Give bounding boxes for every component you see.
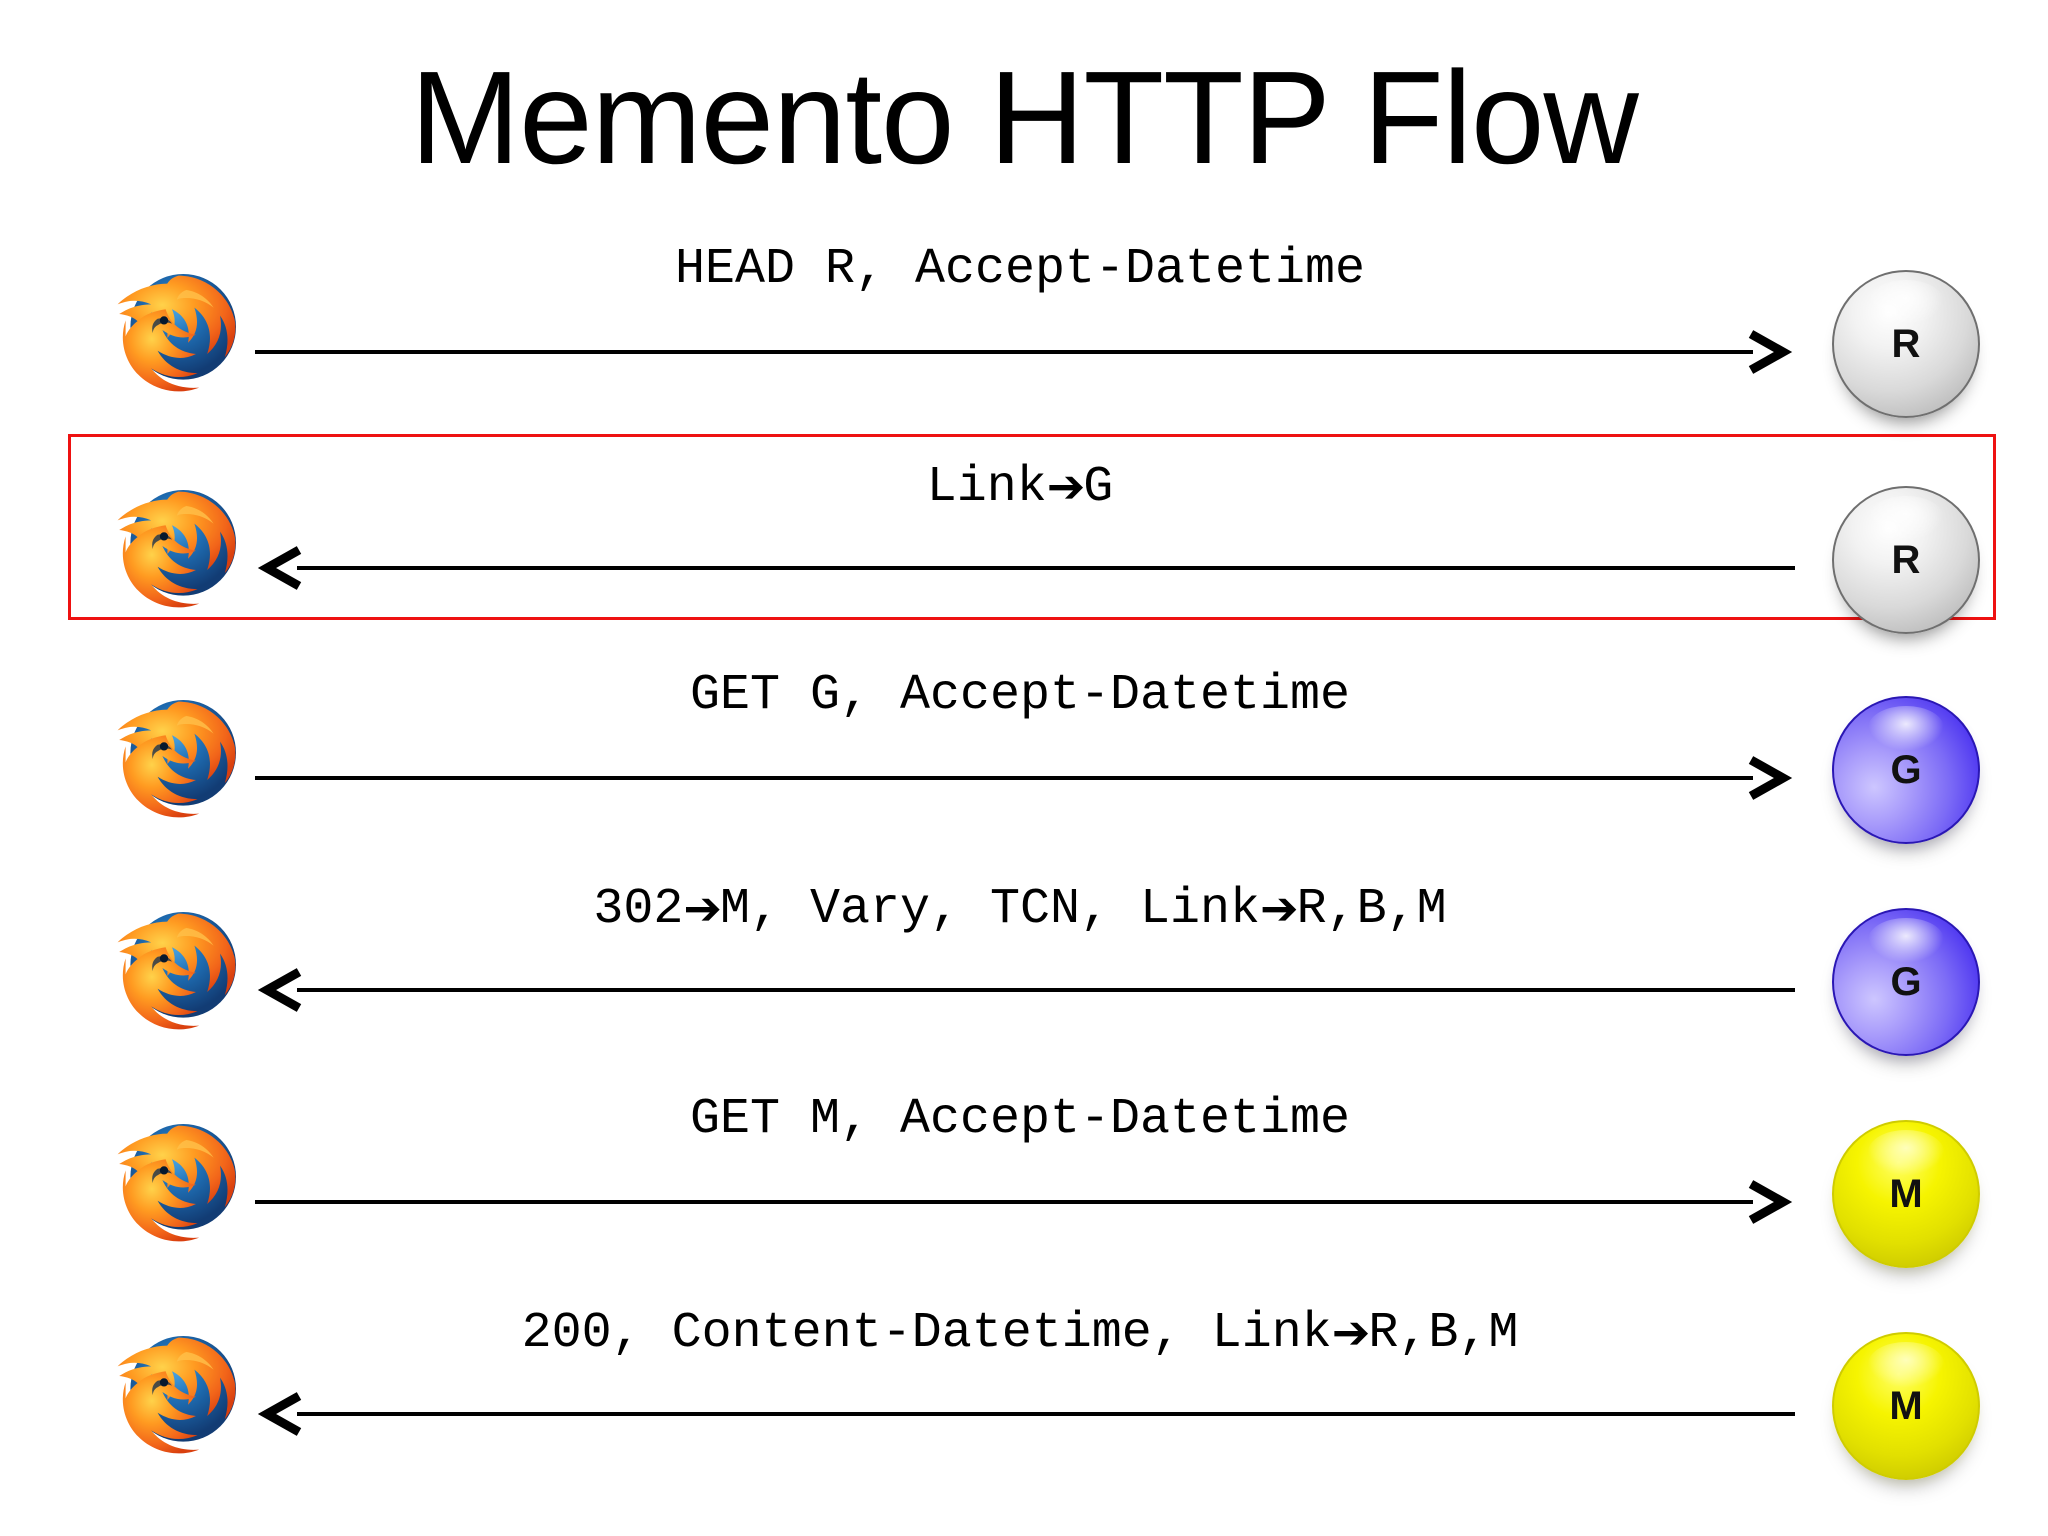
server-node-m: M — [1822, 1112, 1990, 1284]
arrow-left-icon — [255, 546, 1795, 590]
flow-row-5: GET M, Accept-Datetime M — [0, 1072, 2048, 1284]
server-node-m: M — [1822, 1324, 1990, 1496]
http-message-label: HEAD R, Accept-Datetime — [260, 241, 1780, 298]
flow-row-3: GET G, Accept-Datetime G — [0, 648, 2048, 860]
message-text: G — [1083, 459, 1114, 516]
message-text: Link — [926, 459, 1047, 516]
firefox-browser-icon — [100, 1100, 260, 1260]
flow-row-2: Link➔G R — [0, 434, 2048, 634]
maps-to-arrow-icon: ➔ — [1260, 881, 1299, 935]
sphere-label: G — [1890, 959, 1922, 1004]
http-message-label: Link➔G — [260, 460, 1780, 515]
firefox-browser-icon — [100, 888, 260, 1048]
sphere-label: M — [1889, 1383, 1923, 1428]
flow-row-4: 302➔M, Vary, TCN, Link➔R,B,M G — [0, 860, 2048, 1072]
message-text: GET G, Accept-Datetime — [689, 667, 1351, 724]
arrow-right-icon — [255, 330, 1795, 374]
firefox-browser-icon — [100, 250, 260, 410]
http-message-label: GET G, Accept-Datetime — [260, 667, 1780, 724]
message-text: R,B,M — [1368, 1305, 1519, 1362]
message-text: GET M, Accept-Datetime — [689, 1091, 1351, 1148]
arrow-left-icon — [255, 968, 1795, 1012]
flow-row-1: HEAD R, Accept-Datetime R — [0, 222, 2048, 418]
message-text: R,B,M — [1296, 881, 1447, 938]
message-text: 302 — [593, 881, 684, 938]
sphere-label: G — [1890, 747, 1922, 792]
flow-row-6: 200, Content-Datetime, Link➔R,B,M M — [0, 1284, 2048, 1496]
http-message-label: GET M, Accept-Datetime — [260, 1091, 1780, 1148]
sphere-label: R — [1891, 321, 1921, 366]
sphere-label: R — [1891, 537, 1921, 582]
maps-to-arrow-icon: ➔ — [683, 881, 722, 935]
server-node-r: R — [1832, 270, 1980, 418]
http-message-label: 302➔M, Vary, TCN, Link➔R,B,M — [260, 882, 1780, 937]
server-node-g: G — [1822, 688, 1990, 860]
server-node-g: G — [1822, 900, 1990, 1072]
maps-to-arrow-icon: ➔ — [1331, 1305, 1371, 1359]
server-node-r: R — [1832, 486, 1980, 634]
sphere-body — [1832, 908, 1980, 1056]
message-text: 200, Content-Datetime, Link — [521, 1305, 1332, 1362]
maps-to-arrow-icon: ➔ — [1046, 459, 1086, 513]
firefox-browser-icon — [100, 676, 260, 836]
http-message-label: 200, Content-Datetime, Link➔R,B,M — [260, 1306, 1780, 1361]
arrow-right-icon — [255, 1180, 1795, 1224]
arrow-right-icon — [255, 756, 1795, 800]
message-text: HEAD R, Accept-Datetime — [674, 241, 1366, 298]
message-text: M, Vary, TCN, Link — [719, 881, 1261, 938]
sphere-label: M — [1889, 1171, 1923, 1216]
firefox-browser-icon — [100, 466, 260, 626]
arrow-left-icon — [255, 1392, 1795, 1436]
page-title: Memento HTTP Flow — [410, 44, 1639, 191]
firefox-browser-icon — [100, 1312, 260, 1472]
